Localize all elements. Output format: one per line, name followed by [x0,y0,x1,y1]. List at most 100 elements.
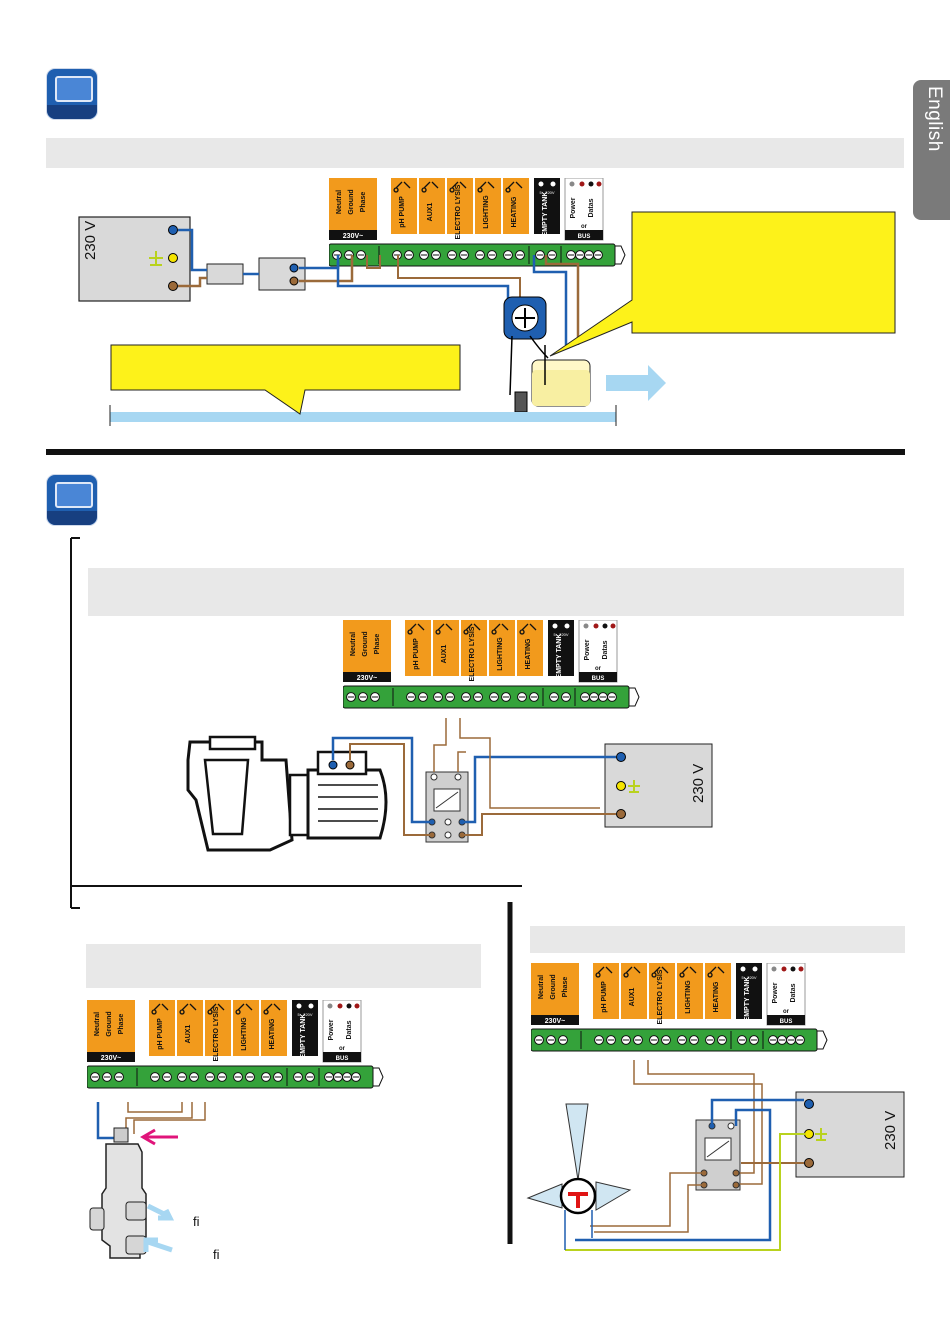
ground-label: Ground [106,1011,113,1036]
power-label: Power [772,982,779,1003]
datas-label: Datas [346,1020,353,1039]
phase-label: Phase [374,634,381,655]
neutral-label: Neutral [538,975,545,999]
electrolysis-label: ELECTRO LYSIS [657,969,664,1024]
ground-icon [815,1128,827,1141]
relay-contact-icon [207,1003,225,1015]
outflow-arrow [146,1203,175,1221]
phase-label: Phase [118,1014,125,1035]
ground-icon [628,780,640,793]
ground-label: Ground [550,974,557,999]
neutral-label: Neutral [94,1012,101,1036]
relay-contact-icon [435,623,453,635]
heating-label: HEATING [269,1018,276,1050]
subsection-2a-title-bar [88,568,904,616]
relay-output-block [677,963,703,1019]
relay-output-block [261,1000,287,1056]
bus-label: BUS [578,234,591,240]
supply-voltage-label: 230V~ [357,675,377,682]
empty-tank-voltage-label: 5 - 220V [539,190,554,195]
empty-tank-voltage-label: 5 - 220V [741,975,756,980]
relay-contact-icon [407,623,425,635]
relay-output-block [705,963,731,1019]
heating-label: HEATING [713,981,720,1013]
or-label: or [595,666,602,672]
power-label: Power [584,639,591,660]
bus-block [322,999,362,1063]
supply-label-block [87,1000,135,1052]
empty-tank-label: EMPTY TANK [300,1014,307,1059]
section-1-title-bar [46,138,904,168]
electrolysis-label: ELECTRO LYSIS [213,1006,220,1061]
relay-output-block [475,178,501,234]
relay-contact-icon [491,623,509,635]
electrolysis-cell-diagram [89,1102,206,1259]
bus-label: BUS [592,676,605,682]
phase-label: Phase [562,977,569,998]
datas-label: Datas [790,983,797,1002]
relay-output-block [405,620,431,676]
empty-tank-block [292,1000,318,1056]
inflow-arrow [143,1237,173,1253]
language-tab[interactable]: English [913,80,950,220]
empty-tank-voltage-label: 5 - 220V [553,632,568,637]
filtration-pump-wiring-diagram [186,718,713,852]
ph-pump-label: pH PUMP [399,196,406,228]
relay-output-block [489,620,515,676]
voltage-label: 230 V [882,1110,899,1150]
bus-label: BUS [336,1056,349,1062]
relay-contact-icon [421,181,439,193]
lighting-label: LIGHTING [241,1017,248,1051]
relay-output-block [433,620,459,676]
heating-label: HEATING [525,638,532,670]
or-label: or [339,1046,346,1052]
electrolysis-label: ELECTRO LYSIS [455,184,462,239]
subsection-2c-title-bar [530,926,905,953]
relay-output-block [649,963,675,1019]
aux1-label: AUX1 [629,988,636,1007]
ph-pump-label: pH PUMP [413,638,420,670]
supply-label-block [343,620,391,672]
bus-block [766,962,806,1026]
supply-voltage-label: 230V~ [343,233,363,240]
lighting-label: LIGHTING [685,980,692,1014]
relay-contact-icon [463,623,481,635]
heating-valve-diagram [526,1060,905,1251]
relay-output-block [419,178,445,234]
relay-output-block [391,178,417,234]
relay-contact-icon [519,623,537,635]
electrolysis-label: ELECTRO LYSIS [469,626,476,681]
callout-bubble [110,344,461,415]
supply-voltage-label: 230V~ [545,1018,565,1025]
aux1-label: AUX1 [185,1025,192,1044]
neutral-label: Neutral [336,190,343,214]
neutral-label: Neutral [350,632,357,656]
relay-contact-icon [505,181,523,193]
lighting-label: LIGHTING [483,195,490,229]
relay-output-block [621,963,647,1019]
relay-contact-icon [151,1003,169,1015]
heating-label: HEATING [511,196,518,228]
relay-contact-icon [595,966,613,978]
supply-label-block [329,178,377,230]
ph-pump-wiring-diagram [78,211,896,426]
relay-contact-icon [179,1003,197,1015]
relay-output-block [461,620,487,676]
relay-output-block [205,1000,231,1056]
relay-output-block [149,1000,175,1056]
bus-block [578,619,618,683]
phase-label: Phase [360,192,367,213]
relay-contact-icon [477,181,495,193]
relay-contact-icon [679,966,697,978]
supply-label-block [531,963,579,1015]
relay-output-block [177,1000,203,1056]
relay-output-block [233,1000,259,1056]
ph-pump-label: pH PUMP [157,1018,164,1050]
callout-bubble [549,211,896,357]
or-label: or [581,224,588,230]
controller-icon [46,474,98,526]
